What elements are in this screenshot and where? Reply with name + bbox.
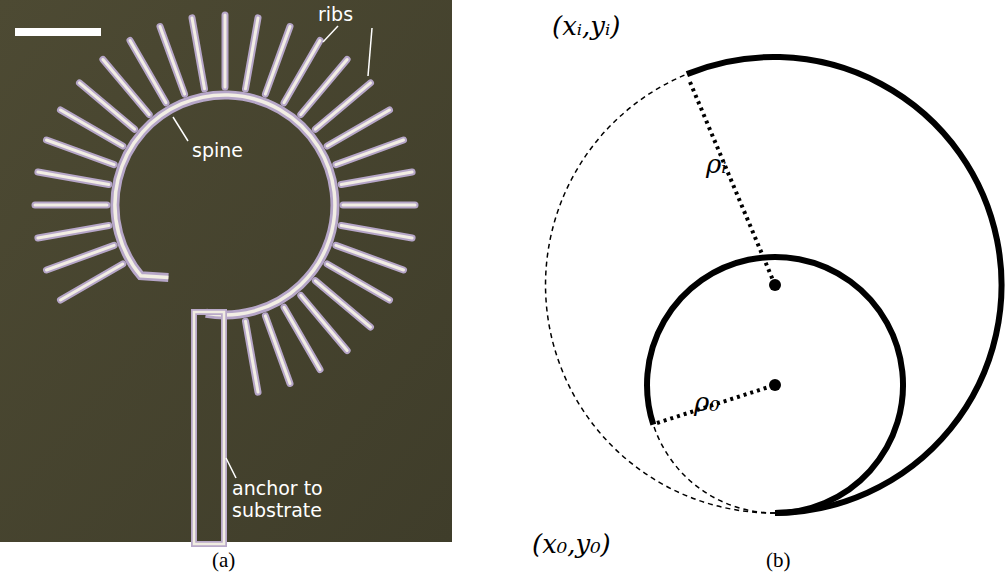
part-label: anchor to substrate [232,478,344,522]
point-label: (xᵢ,yᵢ) [552,12,620,42]
panel-label: (a) [212,548,235,572]
part-label: spine [192,140,243,162]
part-label: ribs [318,4,353,26]
scale-bar [15,28,101,36]
radius-label: ρ₀ [694,388,720,418]
point-label: (x₀,y₀) [532,530,611,560]
radius-label: ρᵢ [706,150,727,180]
spine-ring [115,95,335,315]
anchor-beam [194,312,224,544]
leader-lines [173,26,372,478]
panel-label: (b) [766,548,791,572]
spiral-construction [546,57,1002,513]
